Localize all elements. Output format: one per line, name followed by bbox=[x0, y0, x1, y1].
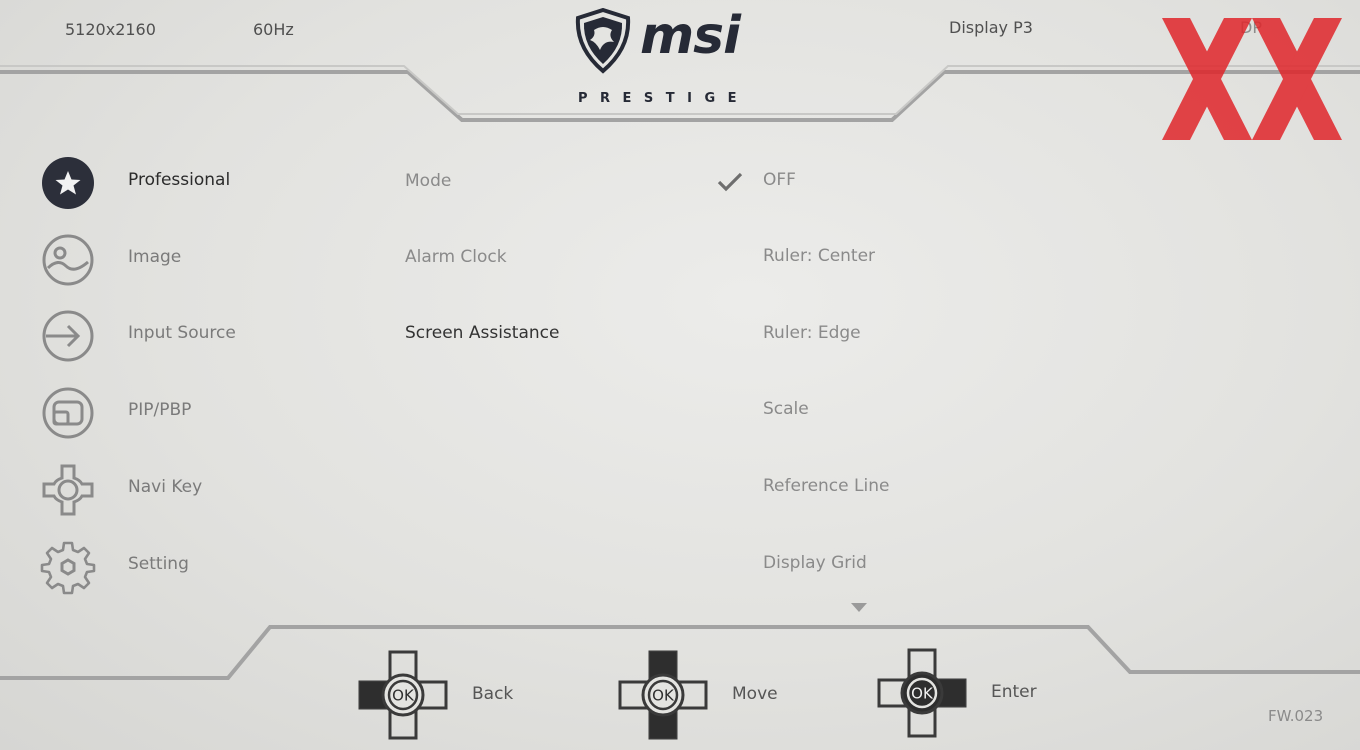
pip-icon bbox=[42, 387, 94, 439]
move-hint-label: Move bbox=[732, 684, 778, 704]
move-key-icon: OK bbox=[618, 650, 708, 740]
menu-label: Input Source bbox=[128, 323, 236, 343]
submenu-item-mode[interactable]: Mode bbox=[405, 171, 452, 191]
menu-item-professional[interactable]: Professional bbox=[0, 152, 340, 212]
option-off[interactable]: OFF bbox=[763, 170, 796, 190]
menu-label: Setting bbox=[128, 554, 189, 574]
enter-hint-label: Enter bbox=[991, 682, 1037, 702]
submenu-item-screen-assistance[interactable]: Screen Assistance bbox=[405, 323, 560, 343]
option-reference-line[interactable]: Reference Line bbox=[763, 476, 890, 496]
color-mode-readout: Display P3 bbox=[949, 18, 1033, 37]
firmware-version: FW.023 bbox=[1268, 707, 1324, 725]
menu-label: PIP/PBP bbox=[128, 400, 192, 420]
resolution-readout: 5120x2160 bbox=[65, 20, 156, 39]
check-icon bbox=[717, 172, 743, 192]
watermark-logo bbox=[1162, 18, 1342, 140]
submenu-item-alarm-clock[interactable]: Alarm Clock bbox=[405, 247, 507, 267]
input-source-icon bbox=[42, 310, 94, 362]
brand-logo: msi bbox=[640, 6, 741, 66]
star-icon bbox=[42, 157, 94, 209]
msi-dragon-logo-icon bbox=[575, 8, 631, 74]
ok-label: OK bbox=[652, 687, 675, 705]
option-scale[interactable]: Scale bbox=[763, 399, 809, 419]
ok-label: OK bbox=[392, 687, 415, 705]
option-ruler-edge[interactable]: Ruler: Edge bbox=[763, 323, 861, 343]
back-key-icon: OK bbox=[358, 650, 448, 740]
menu-item-input-source[interactable]: Input Source bbox=[0, 305, 340, 365]
refresh-rate-readout: 60Hz bbox=[253, 20, 294, 39]
menu-label: Image bbox=[128, 247, 182, 267]
menu-label: Professional bbox=[128, 170, 231, 190]
navi-key-icon bbox=[42, 464, 94, 516]
menu-item-pip-pbp[interactable]: PIP/PBP bbox=[0, 382, 340, 442]
menu-item-image[interactable]: Image bbox=[0, 229, 340, 289]
menu-label: Navi Key bbox=[128, 477, 203, 497]
ok-label: OK bbox=[911, 685, 934, 703]
option-ruler-center[interactable]: Ruler: Center bbox=[763, 246, 876, 266]
menu-item-navi-key[interactable]: Navi Key bbox=[0, 459, 340, 519]
menu-item-setting[interactable]: Setting bbox=[0, 536, 340, 596]
gear-icon bbox=[40, 541, 96, 595]
enter-key-icon: OK bbox=[877, 648, 967, 738]
back-hint-label: Back bbox=[472, 684, 514, 704]
option-display-grid[interactable]: Display Grid bbox=[763, 553, 867, 573]
scroll-down-indicator[interactable] bbox=[851, 603, 867, 612]
image-icon bbox=[42, 234, 94, 286]
model-line-logo: PRESTIGE bbox=[578, 91, 750, 106]
